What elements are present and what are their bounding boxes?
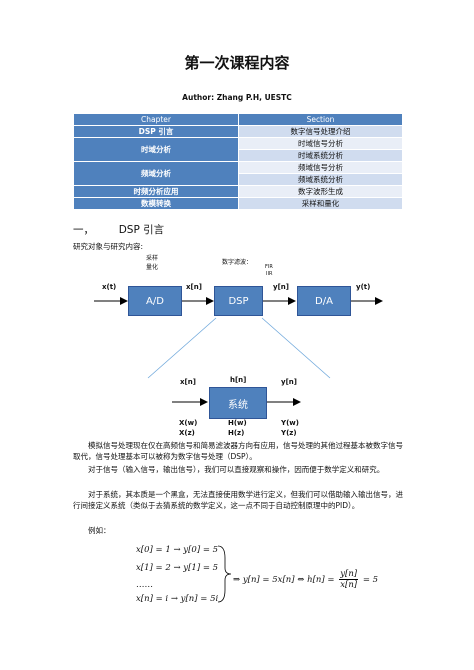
zoom-line-left	[147, 317, 217, 379]
paragraph: 对于系统，其本质是一个黑盒，无法直接使用数学进行定义，但我们可以借助输入输出信号…	[73, 490, 403, 511]
note-iir: IIR	[266, 271, 273, 277]
equation-ellipsis: ……	[136, 580, 153, 590]
signal-yn-label: y[n]	[273, 283, 289, 291]
table-row: 频域系统分析	[74, 173, 403, 186]
section-cell: 数字波形生成	[238, 185, 403, 198]
table-row: 时频分析应用 数字波形生成	[73, 185, 403, 198]
ad-converter-box: A/D	[128, 286, 182, 316]
system-output-yz: Y(z)	[281, 429, 297, 437]
fraction-numerator: y[n]	[339, 569, 359, 580]
note-sampling: 采样	[146, 255, 159, 262]
system-output-yw: Y(w)	[281, 419, 299, 427]
table-row: DSP 引言 数字信号处理介绍	[73, 125, 403, 138]
chapter-cell: 时频分析应用	[73, 185, 239, 198]
equation-brace	[217, 545, 232, 603]
section-cell: 数字信号处理介绍	[238, 125, 403, 138]
chapter-table: Chapter Section DSP 引言 数字信号处理介绍 时域分析 时域信…	[73, 113, 403, 210]
table-header-row: Chapter Section	[73, 113, 403, 126]
signal-yt-label: y(t)	[356, 283, 371, 291]
system-input-xn: x[n]	[180, 378, 196, 386]
equation-line: x[0] = 1 → y[0] = 5	[136, 545, 219, 555]
system-input-xw: X(w)	[179, 419, 198, 427]
equation-line: x[1] = 2 → y[1] = 5	[136, 563, 219, 573]
chapter-cell: 时域分析	[73, 137, 239, 162]
document-title: 第一次课程内容	[184, 54, 290, 72]
table-header-section: Section	[238, 113, 403, 126]
system-impulse-hn: h[n]	[230, 376, 247, 384]
system-output-yn: y[n]	[281, 378, 297, 386]
system-box: 系统	[209, 387, 267, 419]
note-quantization: 量化	[146, 264, 159, 271]
section-cell: 频域信号分析	[238, 161, 403, 174]
section-cell: 频域系统分析	[238, 173, 403, 186]
signal-xn-label: x[n]	[186, 283, 202, 291]
chapter-cell: 数模转换	[73, 197, 239, 210]
zoom-line-right	[261, 317, 331, 379]
section-heading: 一， DSP 引言	[73, 222, 164, 237]
note-fir: FIR	[265, 264, 273, 270]
intro-text: 研究对象与研究内容:	[73, 242, 144, 251]
section-cell: 时域系统分析	[238, 149, 403, 162]
note-digital-filter: 数字滤波：	[222, 259, 253, 266]
result-prefix: ⇒ y[n] = 5x[n] ⇔ h[n] =	[233, 575, 335, 585]
system-response-hw: H(w)	[228, 419, 247, 427]
section-number: 一，	[73, 224, 94, 236]
table-row: 时域分析 时域信号分析	[73, 137, 403, 162]
table-row: 时域系统分析	[74, 149, 403, 162]
table-header-chapter: Chapter	[73, 113, 239, 126]
chapter-cell: DSP 引言	[73, 125, 239, 138]
result-suffix: = 5	[362, 575, 379, 585]
signal-xt-label: x(t)	[102, 283, 117, 291]
chapter-cell: 频域分析	[73, 161, 239, 186]
table-row: 数模转换 采样和量化	[73, 197, 403, 210]
section-title: DSP 引言	[118, 224, 165, 236]
author-line: Author: Zhang P.H, UESTC	[182, 93, 292, 102]
system-response-hz: H(z)	[228, 429, 245, 437]
paragraph: 例如：	[88, 526, 111, 535]
equation-line: x[n] = i → y[n] = 5i	[136, 594, 219, 604]
fraction-denominator: x[n]	[340, 580, 358, 590]
dsp-box: DSP	[214, 286, 263, 316]
fraction: y[n] x[n]	[339, 569, 359, 590]
section-cell: 时域信号分析	[238, 137, 403, 150]
section-cell: 采样和量化	[238, 197, 403, 210]
equation-result: ⇒ y[n] = 5x[n] ⇔ h[n] = y[n] x[n] = 5	[233, 569, 378, 590]
system-input-xz: X(z)	[179, 429, 195, 437]
table-row: 频域分析 频域信号分析	[73, 161, 403, 186]
paragraph: 模拟信号处理现在仅在高频信号和简易滤波器方向有应用，信号处理的其他过程基本被数字…	[73, 441, 403, 462]
paragraph: 对于信号（输入信号，输出信号），我们可以直接观察和操作，因而便于数学定义和研究。	[88, 465, 385, 474]
da-converter-box: D/A	[297, 286, 351, 316]
